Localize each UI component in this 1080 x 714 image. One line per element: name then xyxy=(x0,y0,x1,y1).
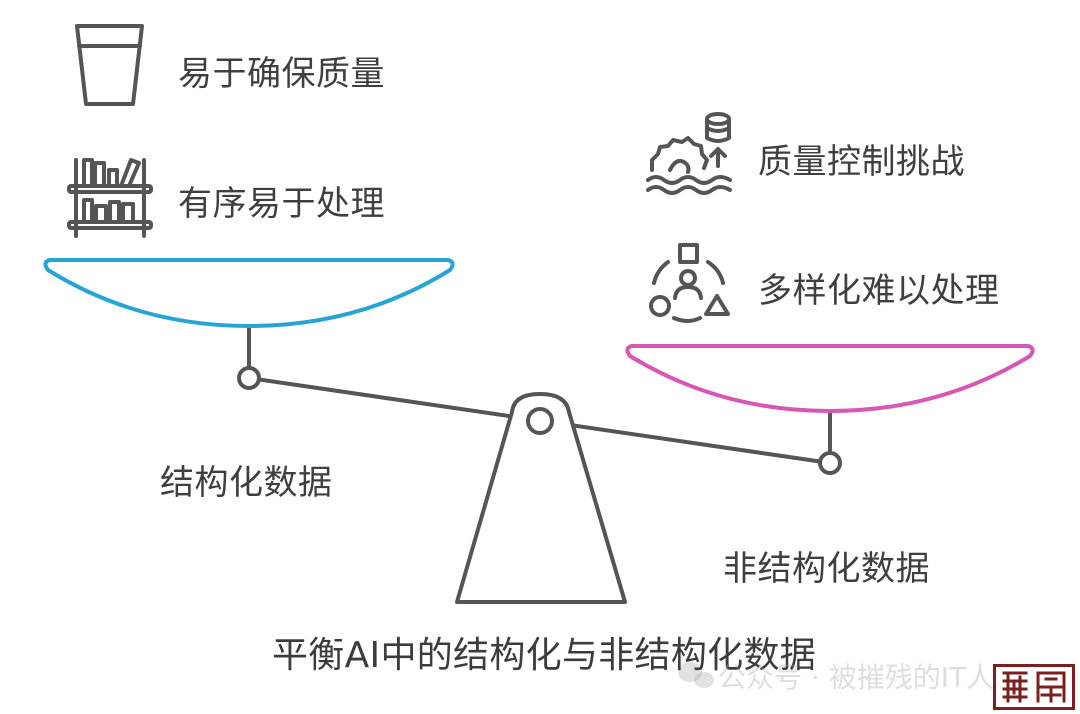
watermark-text: 公众号 · 被摧残的IT人生 xyxy=(718,661,1023,694)
left-pivot xyxy=(237,366,261,390)
left-pan-label: 结构化数据 xyxy=(160,463,333,503)
diagram-title: 平衡AI中的结构化与非结构化数据 xyxy=(272,635,817,676)
right-pivot xyxy=(818,451,842,475)
right-pan xyxy=(625,344,1035,413)
watermark-logo-icon xyxy=(678,662,714,688)
feature-label-quality: 易于确保质量 xyxy=(178,54,385,94)
feature-label-orderly: 有序易于处理 xyxy=(178,184,385,224)
glass-icon xyxy=(75,24,144,106)
diverse-shapes-icon xyxy=(649,243,730,323)
right-pan-label: 非结构化数据 xyxy=(723,549,930,589)
seal-stamp xyxy=(993,664,1075,710)
fulcrum-pivot xyxy=(526,407,554,435)
scale-base xyxy=(455,392,627,604)
left-pan xyxy=(43,258,455,328)
feature-label-quality-challenge: 质量控制挑战 xyxy=(758,142,965,182)
bookshelf-icon xyxy=(67,158,153,238)
gear-database-icon xyxy=(646,112,732,195)
feature-label-diverse: 多样化难以处理 xyxy=(758,271,1000,311)
